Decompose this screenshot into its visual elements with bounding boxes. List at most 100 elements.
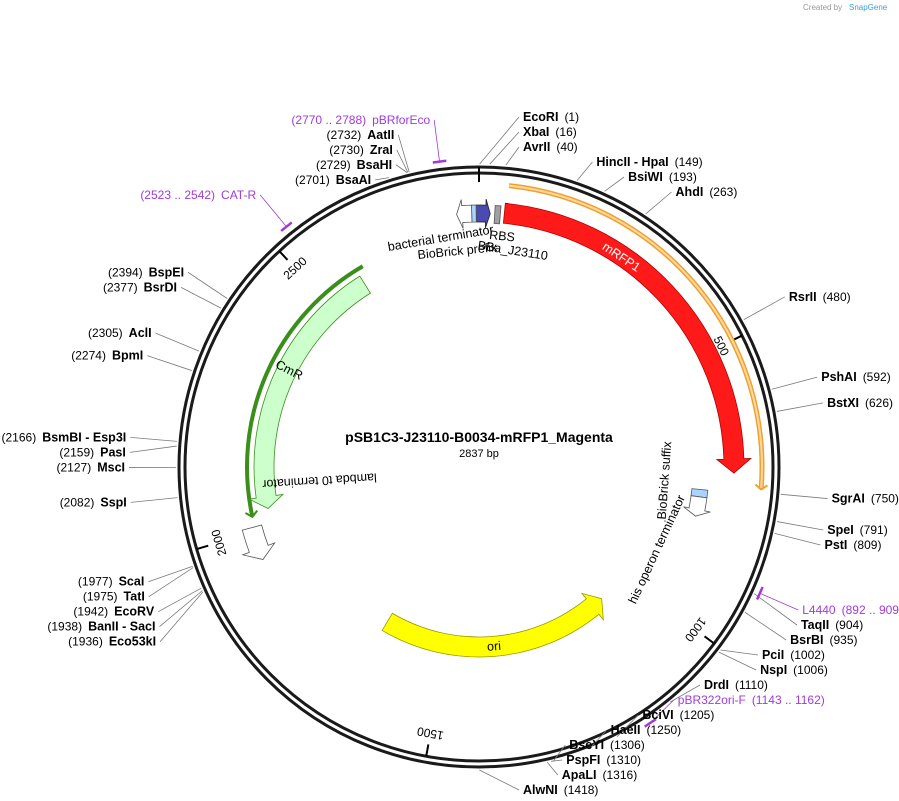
site-pasi: (2159)PasI	[59, 445, 125, 459]
label-position: (1306)	[610, 738, 645, 752]
site-psti: PstI(809)	[824, 538, 881, 552]
leader-bsiwi	[604, 176, 625, 192]
site-nspi: NspI(1006)	[760, 663, 828, 677]
label-position: (1110)	[735, 678, 768, 692]
cmr-orf-arc	[245, 264, 364, 518]
leader-bsmbi-esp3i	[130, 436, 178, 442]
his-operon-terminator-arrow[interactable]	[683, 495, 711, 517]
label-name: BsmBI - Esp3I	[42, 430, 126, 444]
label-name: Eco53kI	[109, 635, 156, 649]
label-position: (592)	[863, 370, 891, 384]
label-name: PshAI	[821, 370, 856, 384]
cmr-arrow[interactable]	[247, 275, 371, 510]
site-bsmbi-esp3i: (2166) BsmBI - Esp3I	[2, 430, 127, 444]
lambda-t0-terminator-label: lambda t0 terminator	[262, 470, 377, 491]
label-name: DrdI	[704, 678, 729, 692]
leader-ahdi	[645, 191, 672, 215]
credit: Created by SnapGene	[803, 3, 888, 12]
label-name: AclI	[129, 326, 152, 340]
label-name: BseYI	[569, 738, 604, 752]
credit-text: Created by	[803, 3, 842, 12]
j23110-arrow[interactable]	[475, 199, 491, 229]
label-position: (2701)	[295, 173, 330, 187]
site-hincii-hpai: HincII - HpaI(149)	[596, 155, 702, 169]
label-position: (1938)	[47, 620, 82, 634]
label-name: EcoRI	[523, 110, 558, 124]
primer-pbrforeco: (2770 .. 2788)pBRforEco	[291, 113, 430, 127]
label-name: ApaLI	[562, 768, 597, 782]
site-scai: (1977) ScaI	[78, 575, 144, 589]
label-position: (40)	[556, 140, 577, 154]
site-leaders	[128, 116, 828, 791]
leader-pasi	[129, 445, 177, 453]
label-position: (1316)	[603, 768, 638, 782]
site-bsrdi: (2377)BsrDI	[103, 280, 177, 294]
label-position: (1975)	[83, 590, 118, 604]
mrfp1-arrow[interactable]	[502, 202, 752, 474]
label-position: (2082)	[60, 495, 95, 509]
leader-ecorv	[158, 587, 202, 613]
tick-label-1000: 1000	[682, 615, 709, 645]
lambda-t0-terminator-arrow[interactable]	[241, 524, 276, 560]
label-position: (1936)	[68, 635, 103, 649]
label-position: (1205)	[680, 708, 715, 722]
leader-acli	[155, 332, 200, 352]
label-name: pBRforEco	[372, 113, 430, 127]
site-bpmi: (2274)BpmI	[71, 349, 143, 363]
site-ecorv: (1942)EcoRV	[73, 605, 154, 619]
label-position: (809)	[853, 538, 881, 552]
rbs-label: RBS	[489, 228, 516, 244]
label-name: pBR322ori-F	[678, 693, 746, 707]
leader-spei	[776, 521, 824, 531]
leader-sspi	[130, 497, 178, 503]
rbs-block[interactable]	[493, 205, 502, 225]
label-name: ScaI	[119, 575, 145, 589]
label-position: (2166)	[2, 430, 37, 444]
site-drdi: DrdI (1110)	[704, 678, 768, 692]
label-position: (16)	[555, 125, 576, 139]
label-position: (149)	[675, 155, 703, 169]
label-name: BstXI	[827, 396, 859, 410]
label-position: (892 .. 909)	[842, 603, 899, 617]
label-name: SgrAI	[832, 492, 865, 506]
leader-pshai	[771, 376, 818, 390]
site-taqii: TaqII(904)	[801, 618, 863, 632]
ori-label: ori	[486, 639, 501, 654]
site-sgrai: SgrAI(750)	[832, 492, 899, 506]
leader-pbrforeco	[433, 119, 440, 162]
leader-avrii	[505, 146, 520, 166]
site-rsrii: RsrII(480)	[789, 290, 851, 304]
site-bsiwi: BsiWI(193)	[628, 170, 697, 184]
site-apali: ApaLI (1316)	[562, 768, 637, 782]
tick-label-2000: 2000	[208, 528, 229, 558]
label-position: (1977)	[78, 575, 113, 589]
bacterial-terminator-arrow[interactable]	[456, 199, 473, 229]
label-position: (2732)	[327, 128, 362, 142]
leader-nspi	[718, 651, 757, 671]
ori-arrow[interactable]	[381, 592, 604, 658]
site-alwni: AlwNI(1418)	[523, 783, 598, 797]
leader-scai	[148, 565, 193, 583]
label-position: (480)	[823, 290, 851, 304]
label-name: TatI	[124, 590, 145, 604]
label-position: (1310)	[606, 753, 641, 767]
label-position: (791)	[860, 523, 888, 537]
label-name: AlwNI	[523, 783, 558, 797]
site-pspfi: PspFI(1310)	[566, 753, 641, 767]
label-name: TaqII	[801, 618, 829, 632]
leader-alwni	[479, 769, 520, 791]
primer-l4440: L4440(892 .. 909)	[802, 603, 899, 617]
label-name: BsrBI	[790, 633, 823, 647]
primer-pbr322ori-f: pBR322ori-F (1143 .. 1162)	[678, 693, 825, 707]
biobrick-suffix-label: BioBrick suffix	[655, 440, 675, 520]
label-name: CAT-R	[221, 188, 256, 202]
label-position: (1143 .. 1162)	[752, 693, 825, 707]
label-position: (1942)	[73, 605, 108, 619]
leader-pspfi	[551, 759, 563, 762]
leader-eco53ki	[159, 591, 204, 642]
leader-zrai	[396, 149, 409, 173]
plasmid-name: pSB1C3-J23110-B0034-mRFP1_Magenta	[345, 429, 613, 445]
leader-psti	[774, 533, 821, 546]
label-name: BsaHI	[357, 158, 392, 172]
site-bspei: (2394)BspEI	[108, 265, 184, 279]
